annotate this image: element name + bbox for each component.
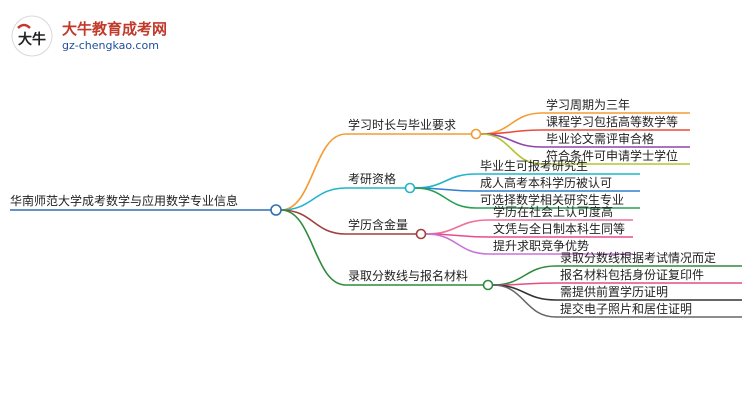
branch-label: 学习时长与毕业要求 [348, 117, 456, 132]
branch-collapse-toggle[interactable] [470, 128, 482, 140]
child-connector [425, 219, 490, 235]
branch-label: 录取分数线与报名材料 [348, 268, 468, 283]
child-label: 需提供前置学历证明 [560, 284, 668, 299]
site-url: gz-chengkao.com [62, 39, 159, 52]
child-connector [414, 173, 477, 189]
child-label: 可选择数学相关研究生专业 [480, 192, 624, 207]
child-connector [425, 233, 490, 255]
child-label: 学习周期为三年 [546, 97, 630, 112]
child-connector [492, 284, 557, 318]
branch-collapse-toggle[interactable] [415, 228, 427, 240]
child-label: 毕业生可报考研究生 [480, 158, 588, 173]
branch-connector [280, 187, 347, 211]
child-connector [480, 129, 543, 135]
child-label: 文凭与全日制本科生同等 [493, 221, 625, 236]
site-logo[interactable]: 大牛 大牛教育成考网 gz-chengkao.com [10, 14, 180, 58]
branch-label: 学历含金量 [348, 217, 408, 232]
branch-collapse-toggle[interactable] [482, 279, 494, 291]
child-label: 报名材料包括身份证复印件 [560, 267, 704, 282]
branch-collapse-toggle[interactable] [404, 182, 416, 194]
child-label: 符合条件可申请学士学位 [546, 148, 678, 163]
site-name: 大牛教育成考网 [62, 20, 168, 38]
root-collapse-toggle[interactable] [270, 204, 282, 216]
child-label: 毕业论文需评审合格 [546, 131, 654, 146]
child-connector [480, 133, 543, 165]
child-label: 提升求职竞争优势 [493, 238, 589, 253]
branch-connector [280, 209, 347, 235]
root-node-label: 华南师范大学成考数学与应用数学专业信息 [10, 193, 238, 208]
logo-glyph: 大牛 [18, 31, 46, 48]
child-connector [492, 265, 557, 286]
child-label: 提交电子照片和居住证明 [560, 301, 692, 316]
branch-connector [280, 133, 347, 211]
child-connector [480, 133, 543, 148]
child-label: 录取分数线根据考试情况而定 [560, 250, 716, 265]
branch-label: 考研资格 [348, 171, 396, 186]
child-label: 成人高考本科学历被认可 [480, 175, 612, 190]
branch-connector [280, 209, 347, 286]
child-label: 学历在社会上认可度高 [493, 204, 613, 219]
child-label: 课程学习包括高等数学等 [546, 114, 678, 129]
child-connector [414, 187, 477, 209]
child-connector [492, 284, 557, 301]
logo-mark-icon: 大牛 [11, 15, 53, 57]
